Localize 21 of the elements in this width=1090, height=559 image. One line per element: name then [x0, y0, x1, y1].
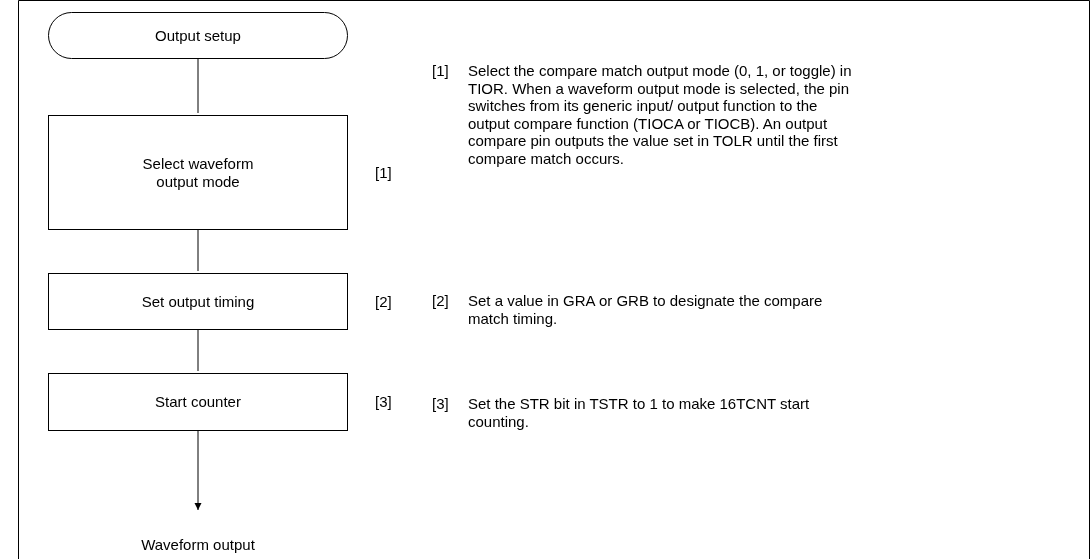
- arrow: [194, 430, 202, 511]
- note-text: Set the STR bit in TSTR to 1 to make 16TCNT start counting.: [468, 395, 811, 431]
- connector-line: [197, 329, 199, 372]
- note-number: [2]: [432, 292, 449, 310]
- note-number: [1]: [432, 62, 449, 80]
- step-label: Select waveform output mode: [141, 154, 255, 191]
- process-box: [48, 373, 348, 431]
- note-number: [3]: [432, 395, 449, 413]
- output-label: Waveform output: [141, 536, 255, 554]
- process-box: [48, 273, 348, 330]
- step-label: Output setup: [155, 26, 241, 45]
- step-number: [1]: [375, 163, 392, 182]
- step-number: [3]: [375, 393, 392, 411]
- step-label: Start counter: [155, 393, 241, 411]
- connector-line: [197, 229, 199, 272]
- process-box: [48, 115, 348, 230]
- connector-line: [197, 58, 199, 114]
- step-number: [2]: [375, 292, 392, 311]
- step-label: Set output timing: [141, 292, 255, 311]
- note-text: Select the compare match output mode (0, 1, or toggle) in TIOR. When a waveform output mode is selected, the pin switches from its generic input/ output function to the output compare function (TIOCA or TIOCB). An output compare pin outputs the value set in TOLR until the first compare match occurs.: [468, 62, 853, 168]
- note-text: Set a value in GRA or GRB to designate the compare match timing.: [468, 292, 824, 328]
